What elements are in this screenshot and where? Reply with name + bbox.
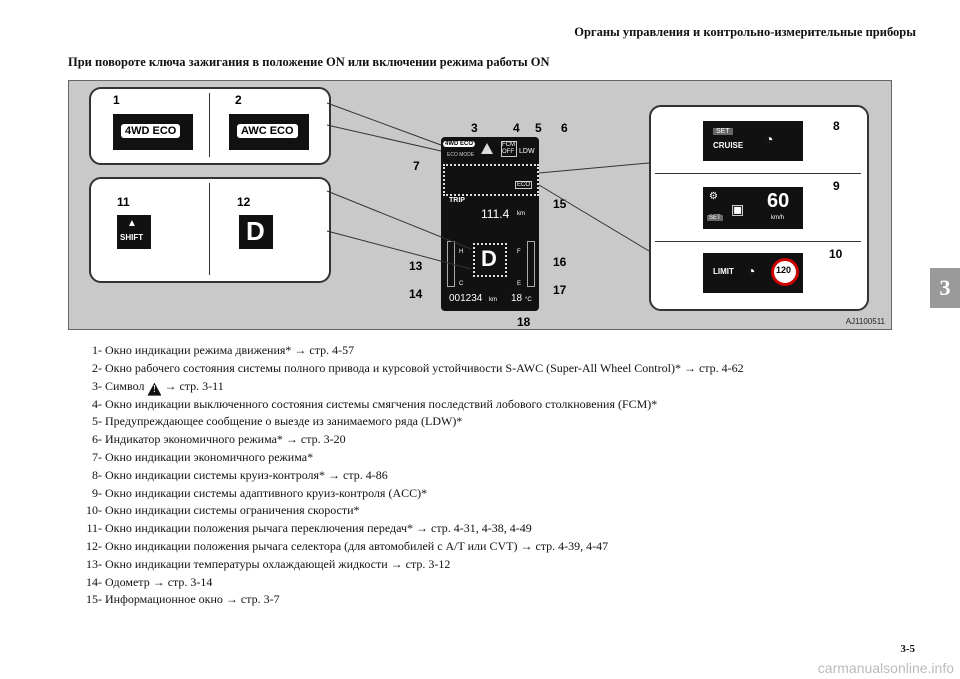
gear-d-center: D (481, 246, 497, 271)
speedometer-icon: ◔ (765, 131, 774, 147)
legend-item: 14-Одометр → стр. 3-14 (86, 574, 213, 589)
gear-d-display: D (239, 215, 273, 249)
legend-item: 2-Окно рабочего состояния системы полног… (92, 360, 744, 375)
temperature-value: 18 (511, 293, 523, 304)
section-subheading: При повороте ключа зажигания в положение… (68, 55, 550, 69)
callout-11: 11 (117, 195, 130, 209)
acc-speed-unit: km/h (771, 215, 785, 221)
callout-13: 13 (409, 259, 423, 273)
legend-item: 1-Окно индикации режима движения* → стр.… (92, 343, 355, 357)
speed-limiter-display: LIMIT ◔ 120 (703, 253, 803, 293)
awc-eco-display: AWC ECO (229, 114, 309, 150)
legend-item: 5-Предупреждающее сообщение о выезде из … (92, 414, 463, 429)
temperature-unit: °C (525, 297, 532, 303)
trip-label: TRIP (449, 197, 465, 204)
callout-1: 1 (113, 93, 120, 107)
running-header: Органы управления и контрольно-измерител… (574, 25, 916, 39)
acc-icon: ⚙ (709, 191, 718, 202)
warning-triangle-icon (481, 143, 493, 154)
drive-mode-display: 4WD ECO (113, 114, 193, 150)
figure-code: AJ1100511 (845, 317, 885, 326)
fcm-off-label: FCM OFF (501, 141, 517, 157)
legend-item: 15-Информационное окно → стр. 3-7 (86, 592, 280, 607)
shift-indicator-display: ▲ SHIFT (117, 215, 151, 249)
center-cluster-display: 4WD ECO ECO MODE FCM OFF LDW ECO TRIP 11… (441, 137, 539, 311)
cruise-control-box: SET CRUISE ◔ ⚙ SET ▣ 60 km/h LIMIT ◔ 120… (649, 105, 869, 311)
callout-5: 5 (535, 121, 542, 135)
callout-15: 15 (553, 197, 567, 211)
warning-symbol-icon: ! (147, 382, 162, 396)
callout-6: 6 (561, 121, 568, 135)
cruise-label: CRUISE (713, 141, 744, 150)
callout-18: 18 (517, 315, 531, 329)
trip-km: km (517, 211, 525, 217)
trip-value: 111.4 (481, 207, 510, 221)
empty-label: E (517, 281, 522, 287)
up-arrow-icon: ▲ (127, 218, 137, 229)
callout-3: 3 (471, 121, 478, 135)
4wd-eco-label: 4WD ECO (121, 124, 181, 138)
car-lane-icon: ▣ (731, 201, 745, 217)
legend-item: 7-Окно индикации экономичного режима* (92, 449, 314, 464)
legend-item: 13-Окно индикации температуры охлаждающе… (86, 556, 451, 571)
legend-item: 8-Окно индикации системы круиз-контроля*… (92, 467, 388, 482)
eco-indicator: ECO (515, 181, 533, 189)
limit-speed-value: 120 (776, 265, 792, 275)
gear-window: D (473, 243, 507, 277)
limit-label: LIMIT (713, 267, 734, 276)
acc-display: ⚙ SET ▣ 60 km/h (703, 187, 803, 229)
chapter-tab: 3 (930, 268, 960, 308)
legend-item: 6-Индикатор экономичного режима* → стр. … (92, 432, 346, 447)
drive-mode-box: 4WD ECO AWC ECO 1 2 (89, 87, 331, 165)
callout-7: 7 (413, 159, 420, 173)
eco-info-window (443, 164, 539, 196)
page-number: 3-5 (900, 643, 915, 655)
instrument-cluster-figure: 4WD ECO AWC ECO 1 2 ▲ SHIFT D 11 12 4WD … (68, 80, 892, 330)
legend-item: 10-Окно индикации системы ограничения ск… (86, 503, 360, 518)
legend-item: 3-Символ ! → стр. 3-11 (92, 378, 224, 396)
legend-item: 4-Окно индикации выключенного состояния … (92, 396, 658, 411)
callout-8: 8 (833, 119, 840, 133)
4wd-eco-small: 4WD ECO (443, 141, 476, 147)
awc-eco-label: AWC ECO (237, 124, 298, 138)
legend-item: 9-Окно индикации системы адаптивного кру… (92, 485, 428, 500)
coolant-gauge (447, 241, 455, 287)
set-label: SET (713, 128, 733, 135)
gear-position-box: ▲ SHIFT D 11 12 (89, 177, 331, 283)
callout-9: 9 (833, 179, 840, 193)
callout-10: 10 (829, 247, 843, 261)
odometer-km: km (489, 297, 497, 303)
hot-label: H (459, 249, 464, 255)
cruise-display: SET CRUISE ◔ (703, 121, 803, 161)
shift-label: SHIFT (120, 233, 144, 242)
callout-12: 12 (237, 195, 251, 209)
legend-item: 12-Окно индикации положения рычага селек… (86, 538, 609, 553)
cold-label: C (459, 281, 464, 287)
full-label: F (517, 249, 521, 255)
callout-16: 16 (553, 255, 567, 269)
ldw-label: LDW (519, 148, 535, 155)
callout-4: 4 (513, 121, 520, 135)
callout-17: 17 (553, 283, 567, 297)
gear-d-label: D (246, 216, 265, 246)
legend-list: 1-Окно индикации режима движения* → стр.… (70, 342, 744, 609)
legend-item: 11-Окно индикации положения рычага перек… (86, 521, 532, 536)
speed-limit-sign: 120 (771, 258, 799, 286)
acc-speed: 60 (767, 190, 790, 212)
set-small-label: SET (707, 215, 723, 221)
watermark: carmanualsonline.info (817, 660, 954, 676)
callout-14: 14 (409, 287, 423, 301)
odometer-value: 001234 (449, 293, 483, 304)
fuel-gauge (527, 241, 535, 287)
limiter-icon: ◔ (747, 263, 756, 279)
callout-2: 2 (235, 93, 242, 107)
eco-mode-label: ECO MODE (447, 152, 475, 158)
